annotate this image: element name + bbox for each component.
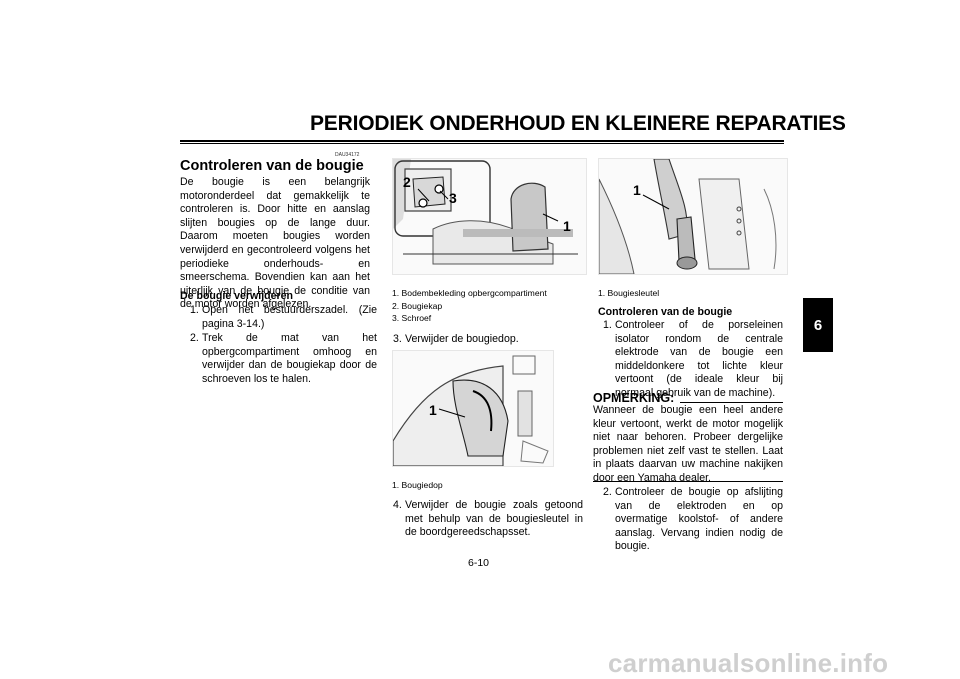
photo1-label-2: 2 (403, 174, 411, 190)
photo1-label-1: 1 (563, 218, 571, 234)
remove-step-3: 3. Verwijder de bougiedop. (393, 333, 585, 347)
photo3-captions: 1. Bougiesleutel (598, 287, 659, 300)
step-number: 1. (190, 304, 199, 316)
photo2-label-1: 1 (429, 402, 437, 418)
check-step-2: 2. Controleer de bougie op afslijting va… (603, 486, 783, 554)
page-header-title: PERIODIEK ONDERHOUD EN KLEINERE REPARATI… (310, 112, 846, 135)
photo-storage-compartment: 1 2 3 (392, 158, 587, 275)
remove-step-4: 4. Verwijder de bougie zoals getoond met… (393, 499, 583, 540)
caption-line: 1. Bodembekleding opbergcompartiment (392, 288, 547, 298)
photo1-captions: 1. Bodembekleding opbergcompartiment 2. … (392, 287, 547, 325)
step-number: 2. (603, 486, 612, 498)
remove-heading: De bougie verwijderen (180, 290, 294, 302)
step-text: Verwijder de bougiedop. (405, 333, 519, 345)
step-text: Controleer of de porseleinen isolator ro… (615, 319, 783, 399)
step-text: Verwijder de bougie zoals getoond met be… (405, 499, 583, 539)
step-text: Open het bestuurderszadel. (Zie pagina 3… (202, 304, 377, 330)
caption-line: 3. Schroef (392, 313, 432, 324)
photo-spark-plug-cap: 1 (392, 350, 554, 467)
chapter-tab: 6 (803, 298, 833, 352)
page-number: 6-10 (468, 557, 490, 569)
watermark: carmanualsonline.info (608, 648, 889, 678)
caption-line: 2. Bougiekap (392, 300, 443, 311)
photo1-label-3: 3 (449, 190, 457, 206)
document-code: DAU34172 (335, 152, 360, 158)
note-heading-rule (680, 402, 783, 403)
step-text: Trek de mat van het opbergcompartiment o… (202, 332, 377, 385)
caption-line: 1. Bougiesleutel (598, 288, 660, 298)
remove-step-2: 2. Trek de mat van het opbergcompartimen… (190, 332, 377, 386)
header-rule-thin (180, 143, 784, 144)
note-text: Wanneer de bougie een heel andere kleur … (593, 404, 783, 484)
note-end-rule (593, 481, 783, 482)
photo-spark-plug-wrench: 1 (598, 158, 788, 275)
section-heading: Controleren van de bougie (180, 158, 364, 174)
intro-paragraph: De bougie is een belangrijk motoronderde… (180, 176, 370, 311)
caption-line: 1. Bougiedop (392, 480, 443, 490)
remove-step-1: 1. Open het bestuurderszadel. (Zie pagin… (190, 304, 377, 331)
step-text: Controleer de bougie op afslijting van d… (615, 486, 783, 553)
check-heading: Controleren van de bougie (598, 306, 733, 318)
photo-illustration: 1 (599, 159, 777, 274)
step-number: 1. (603, 319, 612, 331)
photo3-label-1: 1 (633, 182, 641, 198)
note-heading: OPMERKING: (593, 391, 675, 405)
step-number: 2. (190, 332, 199, 344)
photo-illustration: 1 2 3 (393, 159, 578, 265)
check-step-1: 1. Controleer of de porseleinen isolator… (603, 319, 783, 401)
step-number: 3. (393, 333, 402, 345)
photo2-captions: 1. Bougiedop (392, 479, 443, 492)
header-rule (180, 140, 784, 142)
step-number: 4. (393, 499, 402, 511)
photo-illustration: 1 (393, 355, 549, 466)
